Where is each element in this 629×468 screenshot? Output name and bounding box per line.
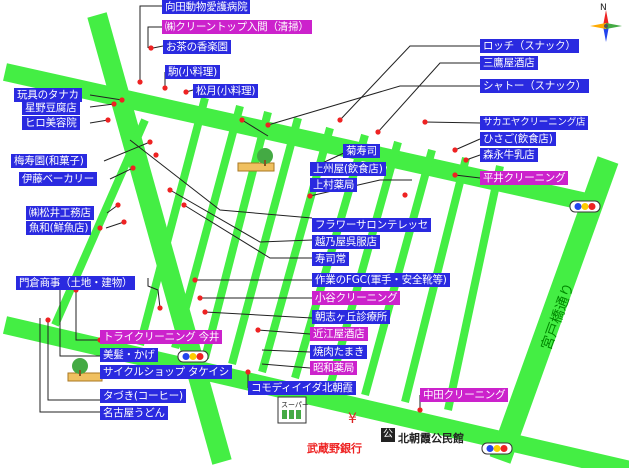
shop-label[interactable]: 魚和(鮮魚店) — [26, 221, 92, 235]
shop-label[interactable]: 星野豆腐店 — [22, 101, 80, 115]
traffic-signal-icon — [177, 350, 209, 363]
shop-label[interactable]: ひさご(飲食店) — [480, 132, 556, 146]
shop-label[interactable]: 作業のFGC(軍手・安全靴等) — [312, 273, 450, 287]
shop-label[interactable]: 向田動物愛護病院 — [162, 0, 251, 14]
shop-label[interactable]: サイクルショップ タケイシ — [100, 365, 233, 379]
shop-label[interactable]: ㈱クリーントップ入間（清掃） — [162, 20, 312, 34]
shop-label[interactable]: 梅寿園(和菓子) — [11, 154, 87, 168]
supermarket-label: スーパー — [281, 401, 309, 409]
shop-label[interactable]: フラワーサロンテレッセ — [312, 218, 432, 232]
shop-label[interactable]: 駒(小料理) — [165, 65, 220, 79]
shop-label[interactable]: 上州屋(飲食店) — [310, 162, 386, 176]
shop-label[interactable]: サカエヤクリーニング店 — [480, 116, 589, 130]
shop-label[interactable]: 寿司常 — [312, 252, 349, 266]
shop-label[interactable]: 菊寿司 — [343, 144, 380, 158]
shop-label[interactable]: 松月(小料理) — [193, 84, 259, 98]
shop-label[interactable]: 焼肉たまき — [310, 345, 368, 359]
shop-label[interactable]: 平井クリーニング — [480, 171, 569, 185]
shop-label[interactable]: 三鷹屋酒店 — [480, 56, 538, 70]
community-hall-icon: 公 — [381, 428, 395, 442]
shop-label[interactable]: 上村薬局 — [310, 178, 358, 192]
shop-label[interactable]: 近江屋酒店 — [310, 327, 368, 341]
traffic-signal-icon — [569, 200, 601, 213]
shop-label[interactable]: 門倉商事（土地・建物） — [16, 276, 136, 290]
shop-label[interactable]: 伊藤ベーカリー — [19, 172, 98, 186]
shop-label[interactable]: 中田クリーニング — [420, 388, 509, 402]
traffic-signal-icon — [481, 442, 513, 455]
shop-label[interactable]: タづき(コーヒー) — [100, 389, 186, 403]
shop-label[interactable]: 名古屋うどん — [100, 406, 168, 420]
supermarket-icon — [277, 396, 307, 424]
shop-label[interactable]: 越乃屋呉服店 — [312, 235, 380, 249]
shop-label[interactable]: 玩具のタナカ — [14, 88, 82, 102]
shop-label[interactable]: コモディイイダ北朝霞 — [248, 381, 356, 395]
shop-label[interactable]: ㈱松井工務店 — [26, 206, 94, 220]
bank-icon: ¥ — [348, 411, 357, 427]
park-icon — [67, 358, 103, 382]
community-hall-label: 北朝霞公民館 — [398, 432, 464, 445]
shop-label[interactable]: 美髪・かげ — [100, 348, 158, 362]
park-icon — [237, 148, 275, 172]
shop-label[interactable]: 昭和薬局 — [310, 361, 358, 375]
shop-label[interactable]: シャトー（スナック） — [480, 79, 589, 93]
bank-label: 武蔵野銀行 — [307, 442, 362, 455]
shop-label[interactable]: ロッチ（スナック） — [480, 39, 579, 53]
shop-label[interactable]: 森永牛乳店 — [480, 148, 538, 162]
shop-label[interactable]: 朝志ヶ丘診療所 — [312, 310, 391, 324]
shop-label[interactable]: 小谷クリーニング — [312, 291, 401, 305]
shop-label[interactable]: お茶の香楽園 — [163, 40, 231, 54]
shop-label[interactable]: ヒロ美容院 — [22, 116, 80, 130]
shop-label[interactable]: トライクリーニング 今井 — [100, 330, 223, 344]
compass-icon — [590, 10, 622, 42]
compass-north: N — [600, 3, 607, 13]
